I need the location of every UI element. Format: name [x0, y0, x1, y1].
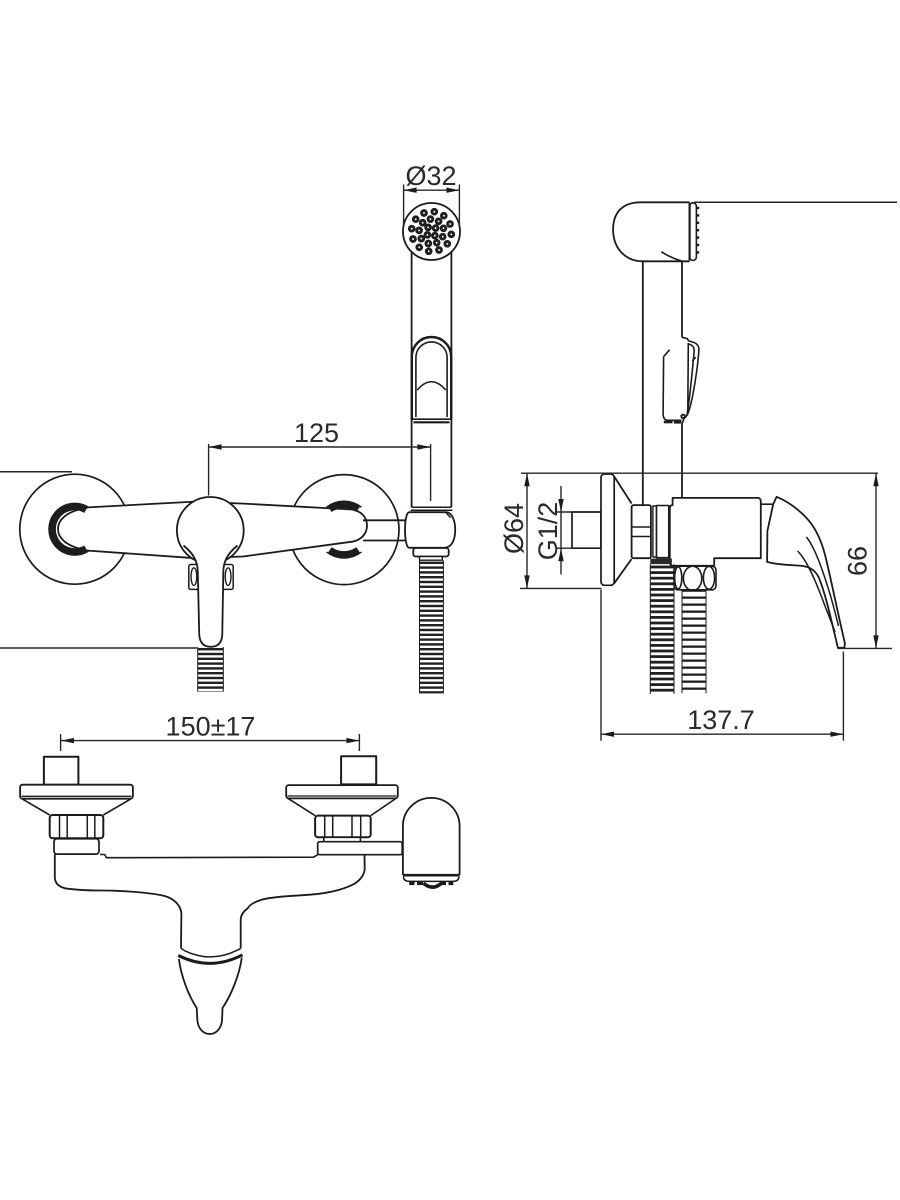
svg-text:G1/2: G1/2 [533, 502, 563, 561]
svg-text:Ø32: Ø32 [405, 161, 456, 191]
svg-text:125: 125 [294, 418, 339, 448]
svg-text:137.7: 137.7 [687, 705, 755, 735]
svg-text:150±17: 150±17 [166, 712, 256, 742]
svg-text:Ø64: Ø64 [499, 503, 529, 554]
svg-text:66: 66 [843, 546, 873, 576]
